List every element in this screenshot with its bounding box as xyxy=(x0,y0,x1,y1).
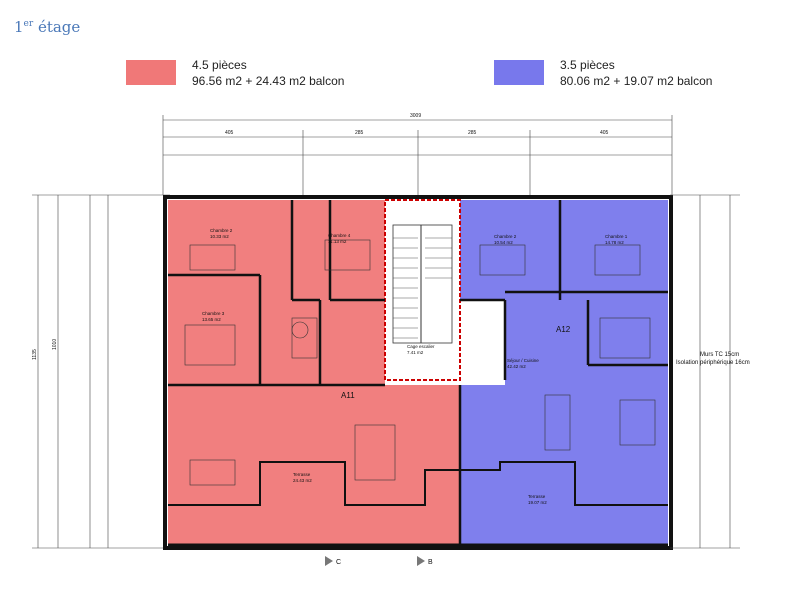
room-name: Terrasse xyxy=(528,494,546,499)
dim-total-width: 3009 xyxy=(410,113,421,119)
room-name: Séjour / Cuisine xyxy=(507,358,539,363)
room-name: Chambre 1 xyxy=(605,234,628,239)
room-area: 19.07 m2 xyxy=(528,500,547,505)
room-area: 11.13 m2 xyxy=(328,239,347,244)
room-name: Chambre 4 xyxy=(328,233,351,238)
outer-walls xyxy=(163,195,673,550)
room-name: Terrasse xyxy=(293,472,311,477)
stairwell xyxy=(384,199,461,381)
room-area: 42.42 m2 xyxy=(507,364,526,369)
legend-area: 80.06 m2 + 19.07 m2 balcon xyxy=(560,74,713,88)
legend-item-3-5: 3.5 pièces 80.06 m2 + 19.07 m2 balcon xyxy=(560,57,712,89)
dim-top: 405 xyxy=(600,130,609,136)
section-marker-b: B xyxy=(417,556,433,566)
wall-note-2: Isolation périphérique 16cm xyxy=(676,360,750,366)
unit-label-a11: A11 xyxy=(341,391,355,400)
unit-3-5-fill xyxy=(460,200,668,545)
room-area: 10.54 m2 xyxy=(494,240,513,245)
furniture xyxy=(184,239,656,486)
section-label: C xyxy=(336,559,341,566)
room-name: Cage escalier xyxy=(407,344,435,349)
legend-swatch-3-5 xyxy=(494,60,544,85)
legend-area: 96.56 m2 + 24.43 m2 balcon xyxy=(192,74,345,88)
section-label: B xyxy=(428,559,433,566)
dim-left: 1135 xyxy=(32,349,38,360)
dim-left: 1010 xyxy=(52,339,58,350)
dim-top: 405 xyxy=(225,130,234,136)
room-name: Chambre 3 xyxy=(202,311,225,316)
unit-4-5-fill xyxy=(168,200,460,545)
unit-label-a12: A12 xyxy=(556,325,571,334)
legend-swatch-4-5 xyxy=(126,60,176,85)
room-area: 14.78 m2 xyxy=(605,240,624,245)
wall-note-1: Murs TC 15cm xyxy=(700,352,739,358)
legend-label: 3.5 pièces xyxy=(560,58,615,72)
dimension-lines-left xyxy=(32,194,170,549)
dimension-lines-top xyxy=(162,115,673,195)
room-area: 13.65 m2 xyxy=(202,317,221,322)
dim-top: 285 xyxy=(468,130,477,136)
dimension-lines-right xyxy=(670,194,740,549)
interior-walls xyxy=(168,200,668,545)
room-name: Chambre 2 xyxy=(210,228,233,233)
room-area: 10.33 m2 xyxy=(210,234,229,239)
room-area: 7.41 m2 xyxy=(407,350,424,355)
legend-label: 4.5 pièces xyxy=(192,58,247,72)
dim-top: 285 xyxy=(355,130,364,136)
room-name: Chambre 2 xyxy=(494,234,517,239)
balcony-walls xyxy=(168,461,668,547)
room-area: 24.43 m2 xyxy=(293,478,312,483)
section-marker-c: C xyxy=(325,556,341,566)
legend-item-4-5: 4.5 pièces 96.56 m2 + 24.43 m2 balcon xyxy=(192,57,344,89)
room-labels: Chambre 2 10.33 m2 Chambre 4 11.13 m2 Ch… xyxy=(202,228,628,505)
page-title: 1er étage xyxy=(14,18,81,36)
